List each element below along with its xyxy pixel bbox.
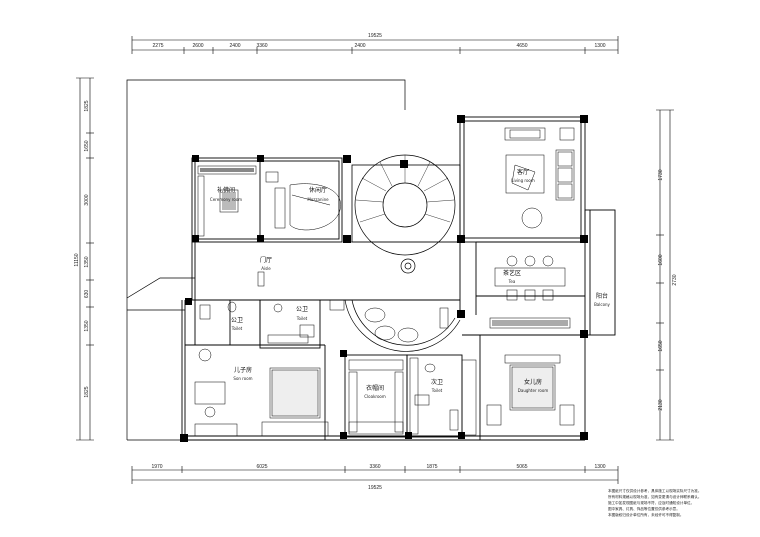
right-dim-1: 1730 <box>658 169 664 180</box>
living-room-label-en: Living room <box>511 178 535 183</box>
daughter-room-label-cn: 女儿房 <box>524 378 542 386</box>
bottom-dim-4: 1875 <box>426 464 437 470</box>
cloakroom-furniture <box>348 357 419 435</box>
leisure-room-label-cn: 休闲厅 <box>309 186 327 194</box>
hall-label-cn: 门厅 <box>260 256 272 264</box>
top-dim-2: 2600 <box>192 43 203 49</box>
top-dim-7: 1300 <box>594 43 605 49</box>
balcony-label-cn: 阳台 <box>596 292 608 300</box>
spiral-staircase <box>351 154 461 256</box>
rotunda-curve <box>344 258 461 352</box>
toilet-fixtures <box>199 301 477 436</box>
left-total-dim: 11150 <box>74 253 80 266</box>
top-dim-5: 2400 <box>354 43 365 49</box>
general-notes: 本图纸尺寸仅供设计参考，具体施工以现场实际尺寸为准。 所有材料规格以现场为准，如… <box>608 488 758 518</box>
note-line: 施工中如发现图纸与现场不符，应及时通知设计单位。 <box>608 501 695 505</box>
note-line: 本图纸尺寸仅供设计参考，具体施工以现场实际尺寸为准。 <box>608 489 702 493</box>
living-room-label-cn: 客厅 <box>517 168 529 176</box>
top-dim-4: 3360 <box>256 43 267 49</box>
ceremony-room-label-cn: 礼佛间 <box>217 186 235 194</box>
toilet2-label-cn: 公卫 <box>296 306 308 313</box>
left-dim-1: 1825 <box>84 100 90 111</box>
right-total-dim: 2730 <box>672 274 678 285</box>
bottom-total-dim: 19525 <box>368 485 382 491</box>
son-room-label-cn: 儿子房 <box>234 366 252 374</box>
toilet3-label-cn: 次卫 <box>431 378 443 386</box>
tea-label-cn: 茶艺区 <box>503 269 521 277</box>
tea-label-en: Tea <box>508 279 516 284</box>
bottom-dim-5: 5065 <box>516 464 527 470</box>
left-dim-4: 1350 <box>84 256 90 267</box>
leisure-room-furniture <box>265 171 341 231</box>
top-dimension-chain <box>131 36 619 54</box>
living-room-furniture <box>504 127 575 229</box>
right-dim-4: 2130 <box>658 399 664 410</box>
left-dim-6: 1350 <box>84 320 90 331</box>
structural-columns <box>180 115 588 442</box>
room-labels: 礼佛间 Ceremony room 休闲厅 Mezzanine 客厅 Livin… <box>210 168 611 399</box>
ceremony-room-furniture <box>197 165 257 237</box>
toilet2-label-en: Toilet <box>296 316 308 321</box>
right-dim-3: 1650 <box>658 340 664 351</box>
top-dim-6: 4650 <box>516 43 527 49</box>
exterior-outline <box>126 79 406 441</box>
rotunda-furniture <box>364 307 449 343</box>
bottom-dimension-chain <box>131 466 619 484</box>
tea-area-furniture <box>494 255 566 301</box>
left-dim-2: 1650 <box>84 140 90 151</box>
toilet3-label-en: Toilet <box>431 388 443 393</box>
daughter-room-furniture <box>486 317 575 426</box>
balcony-label-en: Balcony <box>594 302 610 307</box>
cloakroom-label-en: Cloakroom <box>364 394 386 399</box>
note-line: 本图版权归设计单位所有，未经许可不得复制。 <box>608 513 684 517</box>
toilet1-label-en: Toilet <box>231 326 243 331</box>
bottom-dim-6: 1300 <box>594 464 605 470</box>
note-line: 所有材料规格以现场为准，如有变更请与设计师联系确认。 <box>608 495 702 499</box>
right-dimension-chain <box>656 109 674 441</box>
bottom-dim-3: 3360 <box>369 464 380 470</box>
left-dim-5: 630 <box>84 290 90 299</box>
cloakroom-label-cn: 衣帽间 <box>366 384 384 392</box>
toilet1-label-cn: 公卫 <box>231 317 243 324</box>
left-dimension-chain <box>76 77 94 441</box>
dimension-labels: 19525 2275 2600 2400 3360 2400 4650 1300… <box>74 33 678 491</box>
son-room-label-en: Son room <box>233 376 252 381</box>
left-dim-7: 1825 <box>84 386 90 397</box>
son-room-furniture <box>194 348 329 437</box>
bottom-dim-2: 6025 <box>256 464 267 470</box>
top-dim-1: 2275 <box>152 43 163 49</box>
leisure-room-label-en: Mezzanine <box>307 197 329 202</box>
daughter-room-label-en: Daughter room <box>518 388 549 393</box>
top-dim-3: 2400 <box>229 43 240 49</box>
bottom-dim-1: 1970 <box>151 464 162 470</box>
hall-label-en: Aisle <box>261 266 271 271</box>
right-dim-2: 1600 <box>658 254 664 265</box>
hall-details <box>257 241 460 311</box>
top-total-dim: 19525 <box>368 33 382 39</box>
note-line: 图中家具、灯具、饰品等位置仅供参考示意。 <box>608 507 680 511</box>
ceremony-room-label-en: Ceremony room <box>210 197 242 202</box>
left-dim-3: 3000 <box>84 194 90 205</box>
